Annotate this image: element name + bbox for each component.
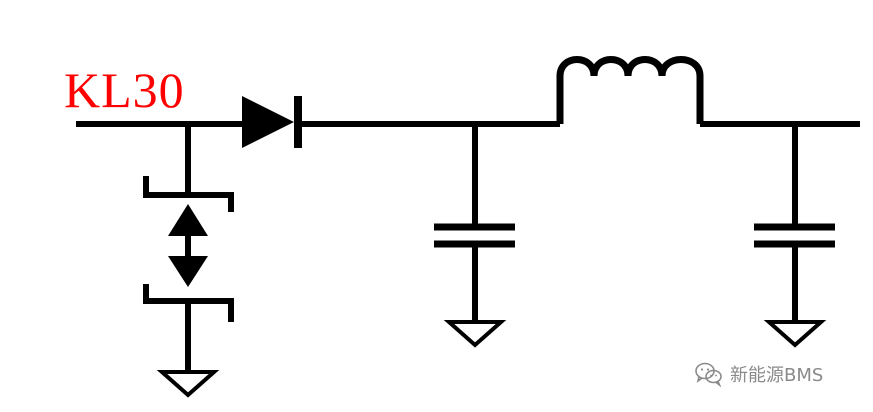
- capacitor-icon: [434, 124, 515, 321]
- wechat-icon: [695, 362, 722, 387]
- inductor-icon: [556, 56, 704, 124]
- bidirectional-tvs-icon: [143, 124, 234, 370]
- capacitor-icon: [754, 124, 835, 321]
- ground-icon: [156, 370, 220, 398]
- watermark-text: 新能源BMS: [730, 365, 824, 386]
- ground-icon: [763, 320, 827, 348]
- kl30-net-label: KL30: [64, 62, 185, 118]
- ground-icon: [443, 320, 507, 348]
- watermark: 新能源BMS: [694, 360, 823, 388]
- diode-icon: [242, 96, 302, 148]
